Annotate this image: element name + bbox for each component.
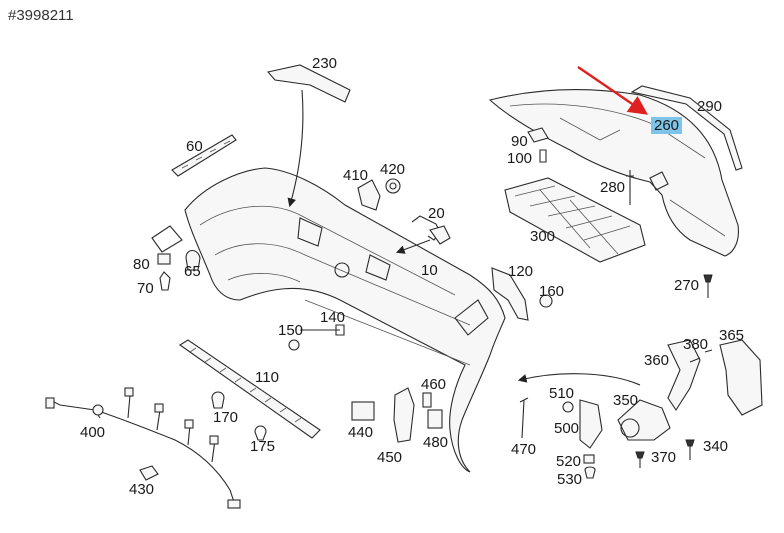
label-100: 100	[507, 150, 533, 167]
label-60: 60	[186, 138, 203, 155]
trim-strip-290	[630, 85, 743, 171]
label-460: 460	[421, 376, 447, 393]
label-520: 520	[556, 453, 582, 470]
label-400: 400	[80, 424, 106, 441]
label-260-highlighted: 260	[651, 117, 683, 134]
highlight-arrow	[577, 66, 648, 115]
reinforcement-strip	[179, 339, 321, 439]
undertray-300	[504, 177, 646, 263]
label-175: 175	[250, 438, 276, 455]
label-80: 80	[133, 256, 150, 273]
label-280: 280	[600, 179, 626, 196]
label-470: 470	[511, 441, 537, 458]
label-340: 340	[703, 438, 729, 455]
label-140: 140	[320, 309, 346, 326]
label-360: 360	[644, 352, 670, 369]
label-120: 120	[508, 263, 534, 280]
label-420: 420	[380, 161, 406, 178]
label-230: 230	[312, 55, 338, 72]
spoiler-piece-230	[266, 64, 351, 103]
label-370: 370	[651, 449, 677, 466]
label-350: 350	[613, 392, 639, 409]
label-365: 365	[719, 327, 745, 344]
label-300: 300	[530, 228, 556, 245]
part-350-housing	[617, 399, 671, 441]
wiring-harness-400	[45, 387, 241, 509]
label-500: 500	[554, 420, 580, 437]
label-10: 10	[421, 262, 438, 279]
label-150: 150	[278, 322, 304, 339]
label-410: 410	[343, 167, 369, 184]
label-510: 510	[549, 385, 575, 402]
label-380: 380	[683, 336, 709, 353]
label-160: 160	[539, 283, 565, 300]
bracket-strip-60	[171, 134, 237, 177]
label-290: 290	[697, 98, 723, 115]
bumper-cover-part	[184, 167, 506, 473]
label-430: 430	[129, 481, 155, 498]
label-440: 440	[348, 424, 374, 441]
label-450: 450	[377, 449, 403, 466]
label-20: 20	[428, 205, 445, 222]
part-410-shape	[357, 179, 381, 211]
label-70: 70	[137, 280, 154, 297]
label-480: 480	[423, 434, 449, 451]
label-65: 65	[184, 263, 201, 280]
label-90: 90	[511, 133, 528, 150]
part-440-module	[351, 401, 375, 421]
label-110: 110	[255, 369, 279, 386]
part-500-bracket	[579, 399, 603, 449]
label-270: 270	[674, 277, 700, 294]
label-170: 170	[213, 409, 239, 426]
reference-number: #3998211	[8, 7, 74, 24]
label-530: 530	[557, 471, 583, 488]
side-bracket-120	[491, 267, 529, 321]
